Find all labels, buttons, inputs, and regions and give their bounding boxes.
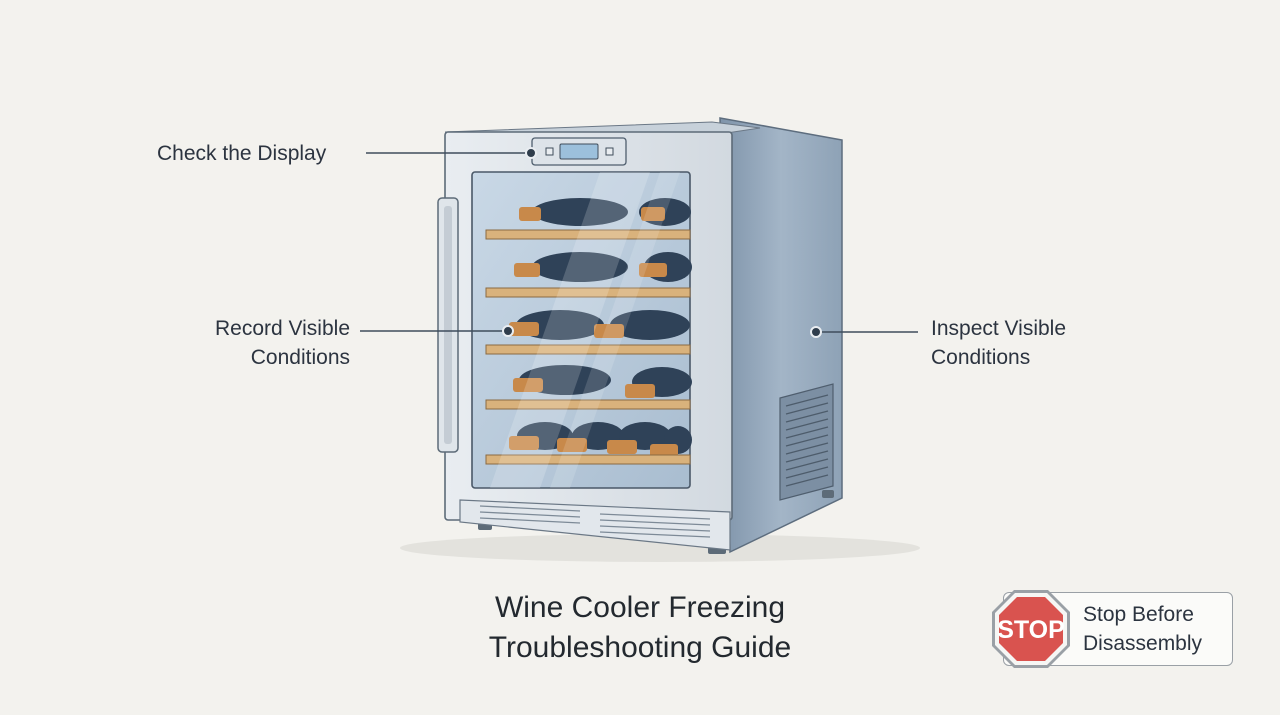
floor-shadow — [400, 534, 920, 562]
stop-caption-line-1: Stop Before — [1083, 603, 1194, 626]
callout-record-conditions: Record Visible Conditions — [150, 314, 350, 372]
callout-dot-inspect — [810, 326, 822, 338]
side-vent-grille — [779, 383, 834, 501]
rack-row-1 — [485, 198, 691, 240]
stop-sign-icon: STOP — [992, 590, 1070, 668]
rack-row-3 — [485, 310, 691, 355]
callout-record-line-2: Conditions — [250, 346, 350, 369]
display-screen — [559, 143, 599, 160]
callout-check-display-text: Check the Display — [157, 142, 327, 165]
stop-warning-caption: Stop Before Disassembly — [1083, 600, 1202, 658]
callout-dot-record — [502, 325, 514, 337]
control-button-left — [545, 147, 554, 156]
callout-inspect-line-1: Inspect Visible — [931, 317, 1067, 340]
door-handle-bar — [444, 206, 452, 444]
rack-row-5 — [485, 422, 692, 465]
callout-check-display: Check the Display — [157, 139, 326, 168]
rack-row-4 — [485, 365, 692, 410]
wine-racks — [485, 198, 692, 465]
base-vents — [479, 505, 711, 538]
callout-record-line-1: Record Visible — [214, 317, 350, 340]
callout-dots — [502, 147, 822, 338]
guide-title-line-2: Troubleshooting Guide — [488, 631, 792, 664]
guide-title-line-1: Wine Cooler Freezing — [494, 591, 786, 624]
glass-reflection-2 — [550, 172, 680, 488]
stop-sign-text: STOP — [997, 616, 1065, 644]
control-button-right — [605, 147, 614, 156]
callout-inspect-line-2: Conditions — [931, 346, 1031, 369]
callout-lines — [360, 152, 918, 333]
glass-reflection-1 — [490, 172, 650, 488]
callout-inspect-conditions: Inspect Visible Conditions — [931, 314, 1066, 372]
rack-row-2 — [485, 252, 692, 298]
guide-title: Wine Cooler Freezing Troubleshooting Gui… — [400, 588, 880, 668]
foot-back — [822, 490, 834, 498]
stop-caption-line-2: Disassembly — [1083, 632, 1203, 655]
base-kick-plate — [459, 499, 731, 551]
callout-dot-display — [525, 147, 537, 159]
